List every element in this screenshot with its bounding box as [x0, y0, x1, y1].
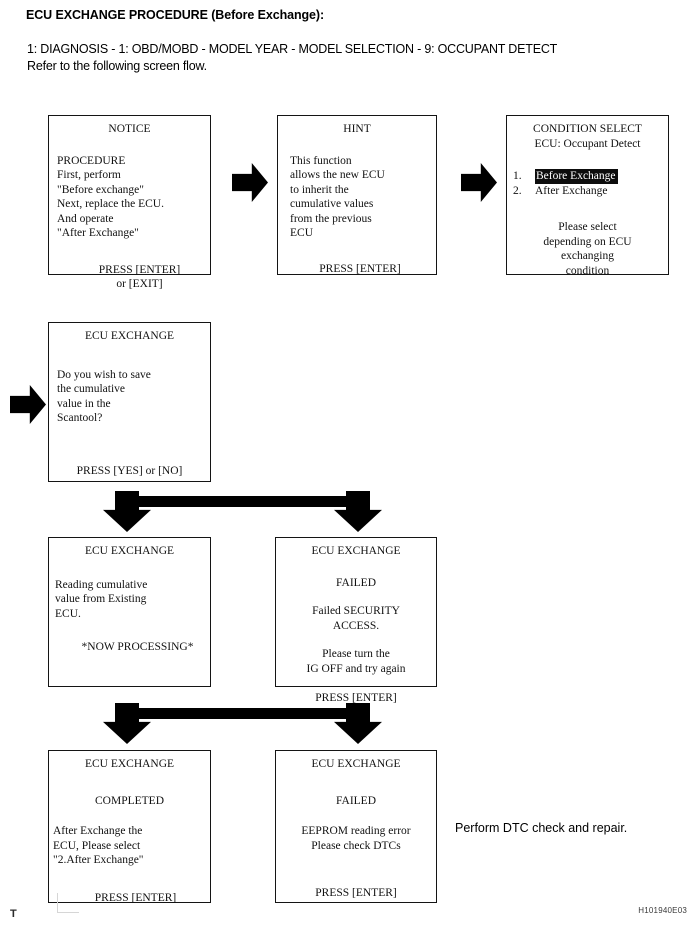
dialog-completed: ECU EXCHANGE COMPLETED After Exchange th… — [48, 750, 211, 904]
dialog-condition-select-footer: Please select depending on ECU exchangin… — [543, 221, 632, 277]
menu-option-before-exchange-label: Before Exchange — [535, 169, 618, 184]
dialog-reading-body: Reading cumulative value from Existing E… — [55, 578, 148, 620]
corner-rule-horizontal — [57, 912, 79, 913]
flow-arrow-condition-to-save-prompt — [10, 385, 46, 424]
dialog-failed-eeprom-title: ECU EXCHANGE — [311, 758, 401, 770]
menu-option-before-exchange[interactable]: 1. Before Exchange — [513, 169, 668, 184]
dialog-completed-prompt: PRESS [ENTER] — [94, 891, 177, 904]
refer-instruction-line: Refer to the following screen flow. — [27, 59, 207, 73]
dialog-notice-prompt-enter: PRESS [ENTER] — [98, 263, 181, 276]
dialog-notice: NOTICE PROCEDURE First, perform "Before … — [48, 115, 211, 290]
menu-option-before-exchange-number: 1. — [513, 170, 522, 182]
flow-arrow-hint-to-condition — [461, 163, 497, 202]
dialog-condition-select: CONDITION SELECT ECU: Occupant Detect 1.… — [506, 115, 669, 277]
page-title: ECU EXCHANGE PROCEDURE (Before Exchange)… — [26, 8, 325, 22]
dialog-failed-eeprom: ECU EXCHANGE FAILED EEPROM reading error… — [275, 750, 437, 903]
corner-rule-vertical — [57, 893, 58, 913]
dtc-check-note: Perform DTC check and repair. — [455, 821, 628, 835]
document-code: H101940E03 — [638, 906, 687, 915]
dialog-notice-prompt-exit: or [EXIT] — [116, 278, 163, 290]
dialog-hint: HINT This function allows the new ECU to… — [277, 115, 437, 275]
flow-branch-reading — [103, 703, 382, 744]
dialog-hint-title: HINT — [343, 123, 371, 135]
dialog-failed-security-detail: Failed SECURITY ACCESS. — [312, 605, 400, 632]
menu-option-after-exchange-label: After Exchange — [535, 184, 608, 197]
menu-option-after-exchange-number: 2. — [513, 184, 522, 197]
dialog-save-prompt-prompt: PRESS [YES] or [NO] — [76, 464, 183, 477]
registration-mark: T — [10, 908, 17, 920]
flow-branch-bar — [125, 708, 360, 719]
flow-branch-bar — [125, 496, 360, 507]
dialog-hint-prompt: PRESS [ENTER] — [319, 262, 401, 275]
dialog-failed-eeprom-prompt: PRESS [ENTER] — [315, 887, 397, 899]
dialog-condition-select-title: CONDITION SELECT — [533, 123, 642, 135]
flow-arrow-notice-to-hint — [232, 163, 268, 202]
dialog-save-prompt-body: Do you wish to save the cumulative value… — [57, 368, 151, 425]
dialog-failed-security-title: ECU EXCHANGE — [311, 545, 401, 557]
dialog-condition-select-subtitle: ECU: Occupant Detect — [534, 137, 641, 150]
dialog-completed-status: COMPLETED — [95, 794, 164, 807]
dialog-failed-security: ECU EXCHANGE FAILED Failed SECURITY ACCE… — [275, 537, 437, 704]
dialog-save-prompt-title: ECU EXCHANGE — [84, 330, 175, 342]
dialog-reading-title: ECU EXCHANGE — [84, 545, 175, 557]
dialog-completed-body: After Exchange the ECU, Please select "2… — [53, 825, 144, 866]
menu-option-after-exchange[interactable]: 2. After Exchange — [513, 184, 668, 199]
dialog-save-prompt: ECU EXCHANGE Do you wish to save the cum… — [48, 322, 211, 482]
dialog-failed-eeprom-detail: EEPROM reading error Please check DTCs — [301, 825, 411, 852]
flow-branch-save-prompt — [103, 491, 382, 532]
dialog-hint-body: This function allows the new ECU to inhe… — [290, 154, 385, 240]
dialog-notice-title: NOTICE — [108, 123, 151, 135]
dialog-completed-title: ECU EXCHANGE — [84, 758, 175, 770]
dialog-failed-security-prompt: PRESS [ENTER] — [315, 692, 397, 704]
dialog-reading: ECU EXCHANGE Reading cumulative value fr… — [48, 537, 211, 687]
diagnosis-path-line: 1: DIAGNOSIS - 1: OBD/MOBD - MODEL YEAR … — [27, 42, 558, 56]
dialog-failed-security-status: FAILED — [335, 576, 377, 589]
dialog-failed-security-advice: Please turn the IG OFF and try again — [306, 648, 406, 675]
dialog-notice-body: PROCEDURE First, perform "Before exchang… — [57, 154, 164, 240]
dialog-failed-eeprom-status: FAILED — [335, 794, 377, 807]
dialog-reading-status: *NOW PROCESSING* — [81, 641, 194, 653]
